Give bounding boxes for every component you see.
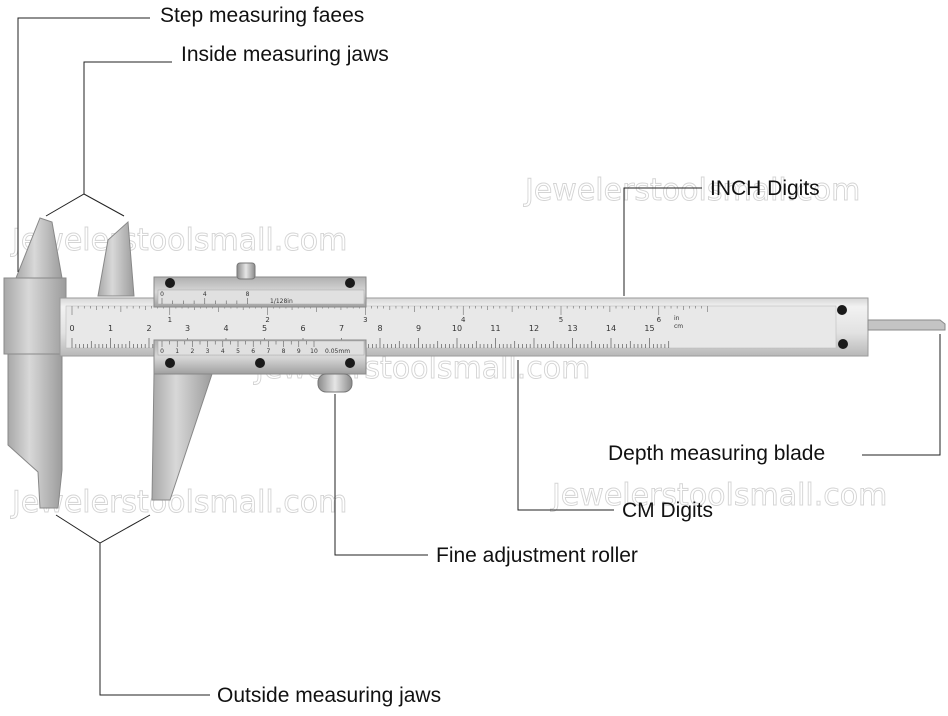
watermark-text: Jewelerstoolsmall.com — [10, 223, 347, 258]
leader-inside-jaws-bracket — [45, 193, 125, 217]
cm-number: 8 — [377, 324, 382, 333]
inch-unit-label: in — [674, 315, 680, 322]
watermark-text: Jewelerstoolsmall.com — [523, 173, 860, 208]
vernier-metric-resolution: 0.05mm — [325, 348, 350, 355]
label-cm-digits: CM Digits — [622, 499, 714, 522]
label-outside-measuring-jaws: Outside measuring jaws — [217, 684, 442, 707]
inch-number: 3 — [363, 316, 367, 324]
cm-number: 10 — [452, 324, 462, 333]
leader-inch-digits — [623, 187, 702, 296]
leader-fine-roller — [334, 394, 428, 556]
sliding-jaw: 0 4 8 1/128in 0 1 2 3 4 5 6 7 8 9 10 0.05mm — [97, 220, 367, 501]
leader-lines — [17, 17, 941, 696]
slide-screw — [255, 358, 265, 368]
cm-number: 14 — [606, 324, 616, 333]
cm-number: 12 — [529, 324, 539, 333]
vernier-metric-number: 10 — [310, 348, 318, 355]
vernier-inch-number: 0 — [160, 291, 164, 298]
leader-inside-jaws — [83, 61, 172, 194]
leader-step-faces — [17, 17, 150, 272]
vernier-metric-number: 6 — [251, 348, 255, 355]
beam-screw — [838, 339, 848, 349]
cm-number: 5 — [262, 324, 267, 333]
inch-number: 4 — [461, 316, 466, 324]
watermark-text: Jewelerstoolsmall.com — [550, 478, 887, 513]
cm-number: 2 — [146, 324, 151, 333]
vernier-metric-number: 9 — [297, 348, 301, 355]
slide-screw — [345, 358, 355, 368]
vernier-inch-ticks — [161, 298, 248, 304]
cm-number: 7 — [339, 324, 344, 333]
vernier-metric-ticks — [161, 341, 315, 347]
fine-adjustment-roller — [317, 373, 353, 393]
depth-blade — [867, 319, 946, 331]
cm-number: 6 — [300, 324, 305, 333]
slide-screw — [165, 278, 175, 288]
label-depth-measuring-blade: Depth measuring blade — [608, 442, 826, 465]
inch-scale-numbers: 1 2 3 4 5 6 — [168, 316, 662, 324]
vernier-metric-number: 5 — [236, 348, 240, 355]
label-inch-digits: INCH Digits — [710, 177, 820, 200]
inch-number: 6 — [657, 316, 662, 324]
vernier-metric-number: 3 — [206, 348, 210, 355]
cm-number: 0 — [69, 324, 74, 333]
inch-number: 2 — [265, 316, 269, 324]
cm-number: 4 — [223, 324, 228, 333]
label-step-measuring-faces: Step measuring faees — [160, 4, 365, 27]
cm-number: 9 — [416, 324, 421, 333]
vernier-metric-number: 2 — [190, 348, 194, 355]
inch-number: 1 — [168, 316, 172, 324]
vernier-inch-numbers: 0 4 8 — [160, 291, 250, 298]
vernier-metric-numbers: 0 1 2 3 4 5 6 7 8 9 10 — [160, 348, 318, 355]
vernier-inch-resolution: 1/128in — [270, 298, 293, 305]
fixed-jaw — [3, 217, 67, 509]
cm-number: 11 — [490, 324, 500, 333]
vernier-metric-number: 8 — [282, 348, 286, 355]
slide-screw — [165, 358, 175, 368]
locking-screw — [236, 262, 256, 280]
leader-depth-blade — [862, 334, 941, 456]
label-fine-adjustment-roller: Fine adjustment roller — [436, 544, 638, 567]
vernier-inch-number: 4 — [203, 291, 207, 298]
cm-unit-label: cm — [674, 323, 683, 330]
cm-number: 3 — [185, 324, 190, 333]
vernier-metric-number: 1 — [175, 348, 179, 355]
cm-number: 1 — [108, 324, 113, 333]
vernier-metric-number: 7 — [266, 348, 270, 355]
beam-screw — [837, 305, 847, 315]
leader-outside-jaws — [99, 543, 210, 696]
leader-cm-digits — [517, 360, 614, 511]
vernier-metric-number: 4 — [221, 348, 225, 355]
label-inside-measuring-jaws: Inside measuring jaws — [181, 43, 389, 66]
inch-number: 5 — [559, 316, 563, 324]
vernier-inch-number: 8 — [246, 291, 250, 298]
watermark-group: Jewelerstoolsmall.com Jewelerstoolsmall.… — [10, 173, 888, 521]
watermark-text: Jewelerstoolsmall.com — [10, 485, 347, 520]
cm-number: 13 — [567, 324, 577, 333]
vernier-metric-number: 0 — [160, 348, 164, 355]
slide-screw — [345, 278, 355, 288]
cm-number: 15 — [644, 324, 654, 333]
